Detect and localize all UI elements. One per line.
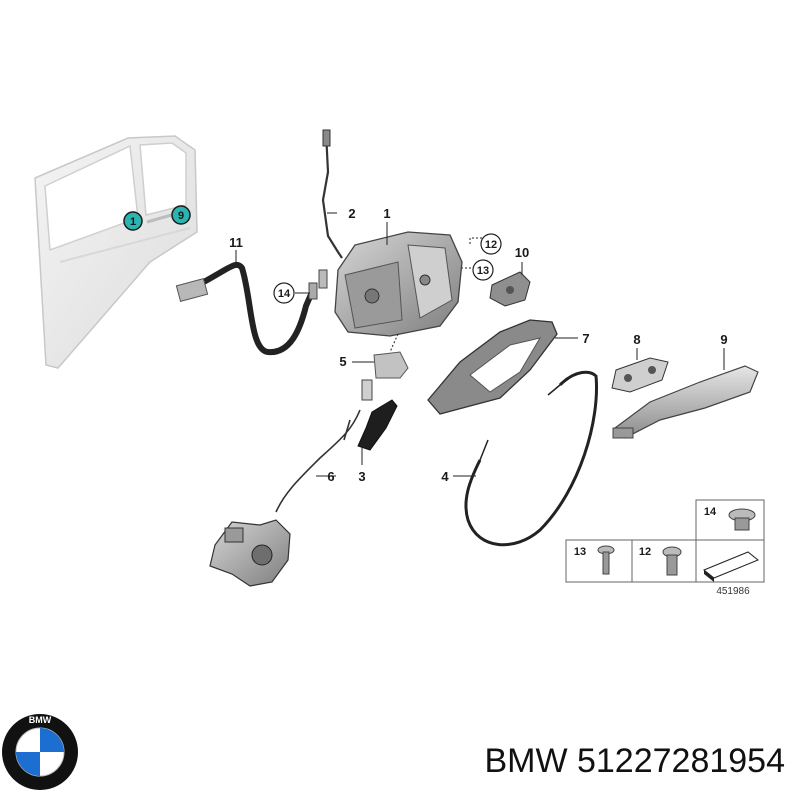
leader-lines <box>235 212 725 477</box>
callout-6: 6 <box>327 469 334 484</box>
callout-13: 13 <box>472 259 494 281</box>
panel-direction-icon <box>703 551 759 582</box>
screw-14-icon <box>728 508 756 531</box>
legend-14: 14 <box>704 506 717 518</box>
svg-text:1: 1 <box>130 216 136 228</box>
rear-door-panel <box>34 135 198 369</box>
part-11-bowden-cable <box>175 261 328 356</box>
svg-text:BMW: BMW <box>29 715 52 725</box>
bmw-logo: BMW <box>2 714 78 790</box>
callout-12: 12 <box>480 233 502 255</box>
part-2-lock-rod <box>321 129 343 259</box>
callout-2: 2 <box>348 206 355 221</box>
part-6-cable <box>275 409 361 513</box>
part-1-door-lock <box>334 231 463 337</box>
callout-7: 7 <box>582 331 589 346</box>
diagram-id: 451986 <box>716 586 750 597</box>
screw-13-icon <box>597 545 615 575</box>
part-7-handle-carrier <box>427 319 558 415</box>
callout-11: 11 <box>229 235 243 250</box>
screw-12-icon <box>662 546 682 576</box>
part-4-cable <box>464 370 598 547</box>
callout-9: 9 <box>720 332 727 347</box>
legend-12: 12 <box>639 546 651 558</box>
legend-13: 13 <box>574 546 586 558</box>
callout-5: 5 <box>339 354 346 369</box>
part-3-holder <box>357 379 398 451</box>
part-5-bracket <box>373 351 409 379</box>
svg-text:13: 13 <box>477 265 489 277</box>
part-10-striker <box>489 271 531 307</box>
part-9-outer-handle <box>612 365 759 439</box>
callout-10: 10 <box>515 245 529 260</box>
callout-14: 14 <box>273 282 295 304</box>
callout-1: 1 <box>383 206 390 221</box>
callout-3: 3 <box>358 469 365 484</box>
svg-text:9: 9 <box>178 210 184 222</box>
svg-text:12: 12 <box>485 239 497 251</box>
part-8-gasket <box>611 357 669 393</box>
part-6-actuator <box>209 519 291 587</box>
svg-text:14: 14 <box>278 288 291 300</box>
door-marker-1: 1 <box>123 211 143 231</box>
footer-title: BMW 51227281954 <box>484 742 785 780</box>
callout-8: 8 <box>633 332 640 347</box>
callout-4: 4 <box>441 469 449 484</box>
door-marker-9: 9 <box>171 205 191 225</box>
